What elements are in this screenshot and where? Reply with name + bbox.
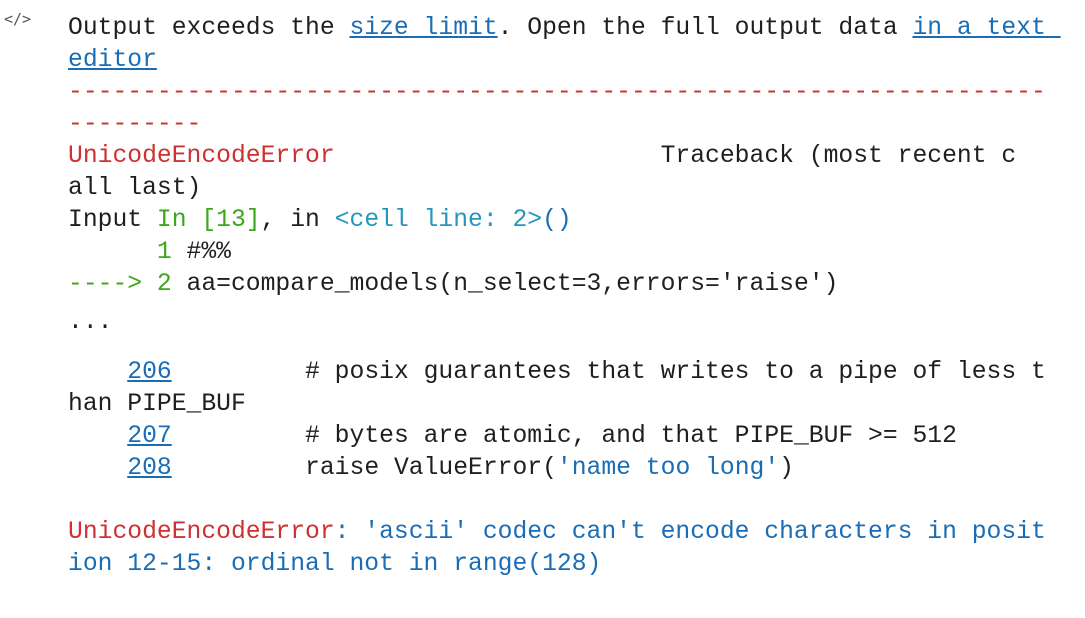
size-limit-notice: Output exceeds the size limit. Open the … [68, 12, 1061, 44]
source-line: 207 # bytes are atomic, and that PIPE_BU… [68, 420, 957, 452]
line-number: 2 [156, 270, 172, 298]
input-ref: In [13] [156, 206, 261, 234]
arrow-marker: ----> [68, 270, 157, 298]
code-text: # bytes are atomic, and that PIPE_BUF >=… [171, 422, 957, 450]
code-text: aa=compare_models(n_select=3,errors='rai… [171, 270, 839, 298]
open-text-editor-link[interactable]: editor [68, 46, 157, 74]
input-sep: , in [260, 206, 335, 234]
error-message: ion 12-15: ordinal not in range(128) [68, 550, 602, 578]
string-literal: 'name too long' [556, 454, 780, 482]
notice-text: . Open the full output data [497, 14, 913, 42]
line-number-link[interactable]: 208 [127, 454, 172, 482]
code-text: raise ValueError( [171, 454, 557, 482]
final-error: UnicodeEncodeError: 'ascii' codec can't … [68, 516, 1046, 548]
code-prefix [68, 238, 157, 266]
separator-dashes: ----------------------------------------… [68, 78, 1046, 106]
line-number-link[interactable]: 207 [127, 422, 172, 450]
traceback-header: UnicodeEncodeError Traceback (most recen… [68, 140, 1016, 172]
code-text: han PIPE_BUF [68, 390, 246, 418]
code-line-current: ----> 2 aa=compare_models(n_select=3,err… [68, 268, 838, 300]
error-message: : 'ascii' codec can't encode characters … [334, 518, 1046, 546]
code-text: ) [779, 454, 794, 482]
ellipsis: ... [68, 308, 113, 336]
notice-text: Output exceeds the [68, 14, 350, 42]
source-line: 208 raise ValueError('name too long') [68, 452, 794, 484]
source-line: 206 # posix guarantees that writes to a … [68, 356, 1046, 388]
size-limit-link[interactable]: size limit [349, 14, 498, 42]
line-number-link[interactable]: 206 [127, 358, 172, 386]
cell-parens: () [542, 206, 572, 234]
code-text: #%% [171, 238, 231, 266]
code-text: # posix guarantees that writes to a pipe… [171, 358, 1046, 386]
code-line: 1 #%% [68, 236, 231, 268]
error-name: UnicodeEncodeError [68, 518, 335, 546]
error-name: UnicodeEncodeError [68, 142, 335, 170]
input-label: Input [68, 206, 157, 234]
traceback-title: Traceback (most recent c [660, 142, 1017, 170]
cell-line: <cell line: 2> [334, 206, 543, 234]
code-brackets-icon[interactable]: </> [4, 10, 32, 28]
open-text-editor-link[interactable]: in a text [912, 14, 1061, 42]
line-number: 1 [156, 238, 172, 266]
traceback-title: all last) [68, 174, 202, 202]
input-location: Input In [13], in <cell line: 2>() [68, 204, 572, 236]
separator-dashes: --------- [68, 110, 202, 138]
